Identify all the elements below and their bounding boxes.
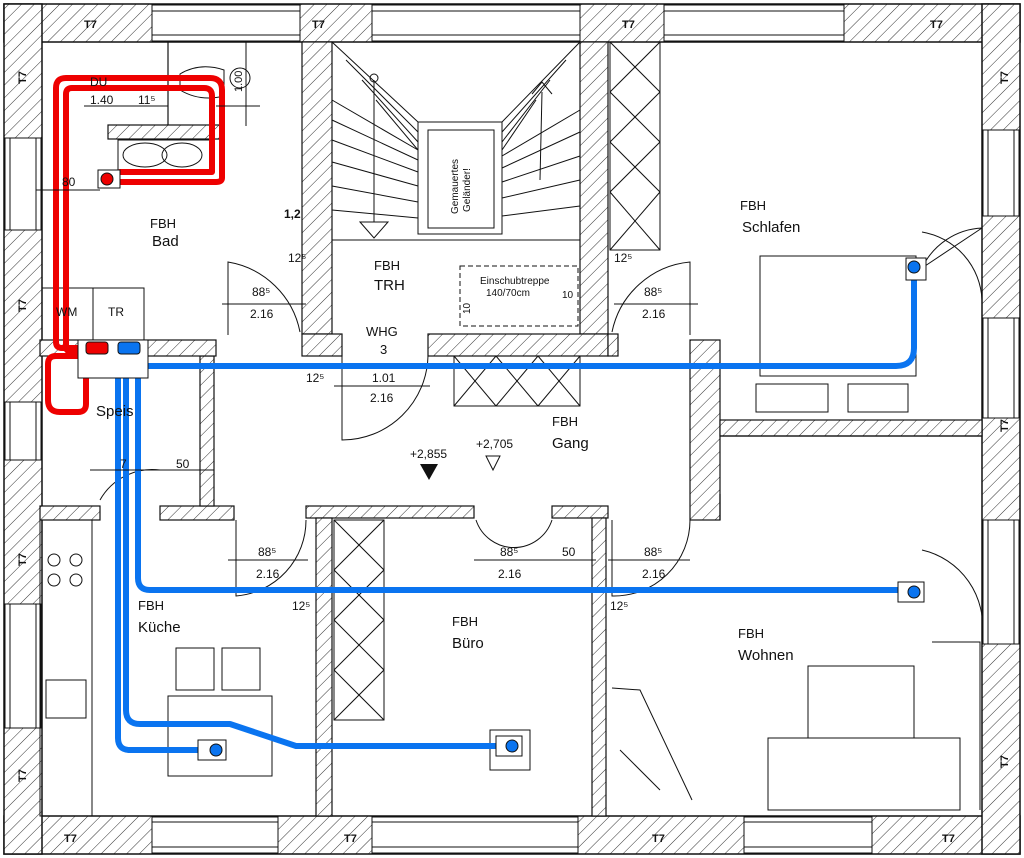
dim-bad-216: 2.16 xyxy=(250,307,274,321)
supply-valve-wohnen xyxy=(897,581,925,603)
floor-level: +2,855 xyxy=(410,447,447,461)
washing-machine-label: WM xyxy=(56,305,77,319)
wall-label: T7 xyxy=(652,833,665,845)
distribution-box xyxy=(77,339,149,379)
apartment-label: WHG xyxy=(366,324,398,339)
supply-valve-buero xyxy=(495,735,523,757)
room-name-speis: Speis xyxy=(96,403,134,420)
built-in-cabinets xyxy=(333,41,661,721)
wall-label: T7 xyxy=(942,833,955,845)
dim-b-88: 88⁵ xyxy=(500,545,518,559)
dryer-label: TR xyxy=(108,305,124,319)
wall-label: T7 xyxy=(622,19,635,31)
attic-ladder-size: 140/70cm xyxy=(486,288,530,299)
room-tag-schlafen: FBH xyxy=(740,198,766,213)
dim-speis-7: 7 xyxy=(120,457,127,471)
room-name-buero: Büro xyxy=(452,635,484,652)
door-swings xyxy=(99,227,984,637)
masonry-railing-label-2: Geländer! xyxy=(462,168,473,212)
level-markers xyxy=(420,455,501,480)
dim-du-width: 1.40 xyxy=(90,93,114,107)
dim-trh-10a: 10 xyxy=(462,302,473,314)
dim-whg-101: 1.01 xyxy=(372,371,396,385)
wall-label: T7 xyxy=(64,833,77,845)
fixture-labels: WM TR DU Gemauertes Geländer! Einschubtr… xyxy=(56,75,550,319)
dim-w-88: 88⁵ xyxy=(644,545,662,559)
level-labels: +2,855 +2,705 xyxy=(410,437,513,461)
dim-bad-80: 80 xyxy=(62,175,76,189)
wall-label: T7 xyxy=(84,19,97,31)
interior-walls xyxy=(39,41,983,817)
landing-level: +2,705 xyxy=(476,437,513,451)
dim-k-88: 88⁵ xyxy=(258,545,276,559)
room-tag-bad: FBH xyxy=(150,216,176,231)
wall-label: T7 xyxy=(930,19,943,31)
room-tag-buero: FBH xyxy=(452,614,478,629)
room-name-bad: Bad xyxy=(152,233,179,250)
room-tag-kueche: FBH xyxy=(138,598,164,613)
dim-w-125: 12⁵ xyxy=(610,599,628,613)
room-name-trh: TRH xyxy=(374,277,405,294)
supply-valve-kueche xyxy=(197,739,227,761)
dim-schl-216: 2.16 xyxy=(642,307,666,321)
dim-du-height: 1.00 xyxy=(233,71,245,92)
air-valves xyxy=(97,169,927,761)
wall-label: T7 xyxy=(344,833,357,845)
wall-label: T7 xyxy=(17,299,29,312)
room-name-wohnen: Wohnen xyxy=(738,647,794,664)
dim-schl-125: 12⁵ xyxy=(614,251,632,265)
exhaust-duct xyxy=(45,75,225,415)
room-labels: FBH Bad FBH Schlafen FBH TRH FBH Gang FB… xyxy=(96,198,800,664)
attic-ladder-label: Einschubtreppe xyxy=(480,276,550,287)
room-name-gang: Gang xyxy=(552,435,589,452)
wall-label: T7 xyxy=(17,769,29,782)
wall-label: T7 xyxy=(17,553,29,566)
room-tag-trh: FBH xyxy=(374,258,400,273)
staircase xyxy=(331,41,581,327)
apartment-number: 3 xyxy=(380,342,387,357)
supply-duct xyxy=(115,277,917,753)
dim-speis-50: 50 xyxy=(176,457,190,471)
shower-label: DU xyxy=(90,75,107,89)
wall-type-labels: T7 T7 T7 T7 T7 T7 T7 T7 T7 T7 T7 T7 T7 T… xyxy=(17,19,1011,845)
wall-label: T7 xyxy=(17,71,29,84)
room-name-schlafen: Schlafen xyxy=(742,219,800,236)
room-tag-gang: FBH xyxy=(552,414,578,429)
dimension-texts: 1.40 11⁵ 1.00 80 1,2 88⁵ 2.16 12⁵ 88⁵ 2.… xyxy=(62,71,666,613)
supply-valve-schlafen xyxy=(905,257,927,281)
dim-bad-125: 12⁵ xyxy=(288,251,306,265)
room-tag-wohnen: FBH xyxy=(738,626,764,641)
room-name-kueche: Küche xyxy=(138,619,181,636)
dim-k-125: 12⁵ xyxy=(292,599,310,613)
dim-du-angle: 11⁵ xyxy=(138,93,155,107)
dim-stair-12: 1,2 xyxy=(284,207,301,221)
dim-w-216: 2.16 xyxy=(642,567,666,581)
dimension-lines xyxy=(36,42,698,561)
exhaust-valve-bad xyxy=(97,169,121,189)
dim-trh-10b: 10 xyxy=(562,290,574,301)
wall-label: T7 xyxy=(999,419,1011,432)
dim-b-50: 50 xyxy=(562,545,576,559)
wall-label: T7 xyxy=(999,71,1011,84)
dim-whg-216: 2.16 xyxy=(370,391,394,405)
dim-bad-88: 88⁵ xyxy=(252,285,270,299)
dim-whg-125: 12⁵ xyxy=(306,371,324,385)
wall-label: T7 xyxy=(312,19,325,31)
wall-label: T7 xyxy=(999,755,1011,768)
masonry-railing-label-1: Gemauertes xyxy=(450,159,461,214)
dim-b-216: 2.16 xyxy=(498,567,522,581)
dim-schl-88: 88⁵ xyxy=(644,285,662,299)
dim-k-216: 2.16 xyxy=(256,567,280,581)
